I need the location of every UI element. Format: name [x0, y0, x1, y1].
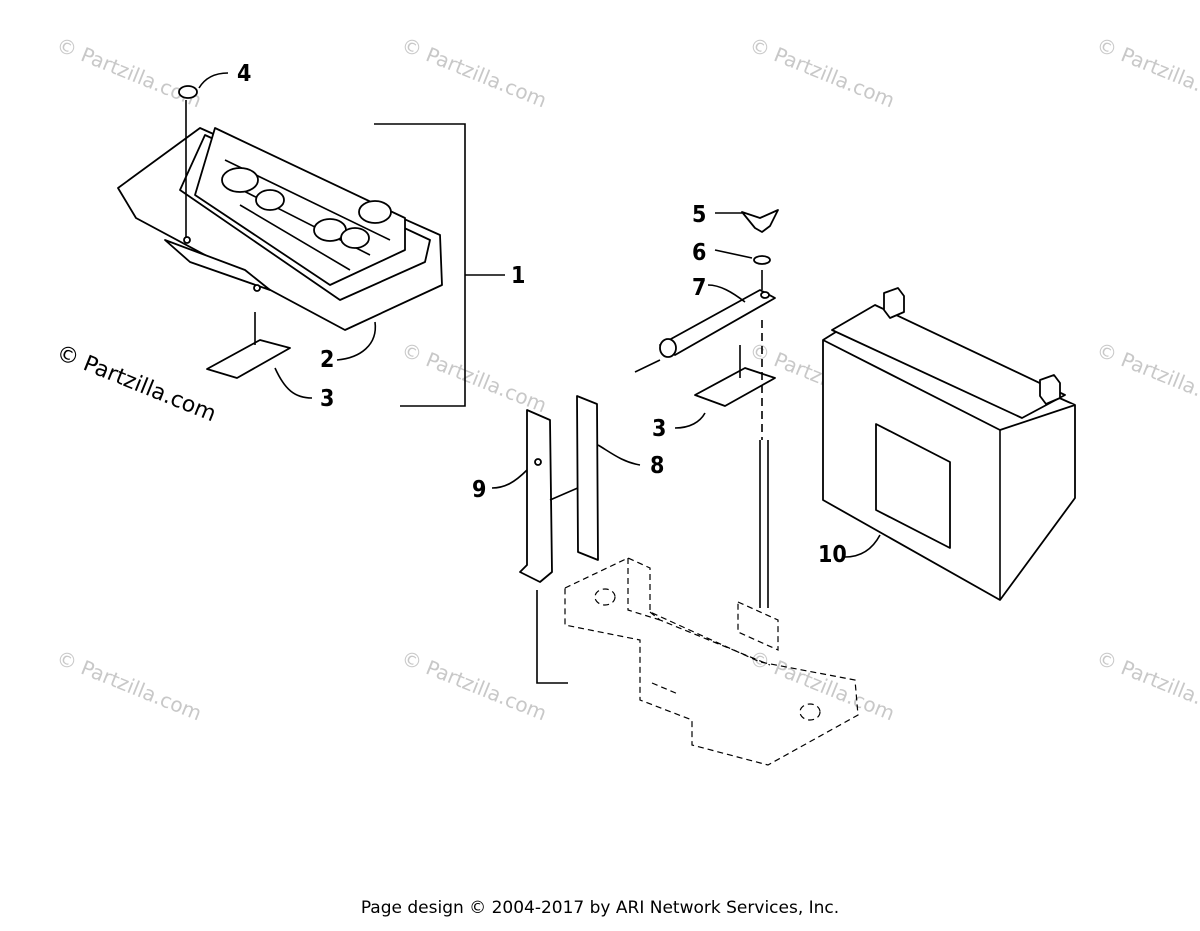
screw-drawing — [178, 72, 229, 238]
battery-box-ghost — [564, 557, 859, 766]
page-footer: Page design © 2004-2017 by ARI Network S… — [360, 898, 840, 918]
callout-label: 5 — [692, 202, 706, 228]
wing-nut-drawing — [715, 209, 779, 233]
strip-pad-drawing — [576, 395, 641, 561]
watermark: © Partzilla.com — [1093, 645, 1200, 725]
watermark: © Partzilla.com — [398, 645, 550, 725]
watermark: © Partzilla.com — [746, 32, 898, 112]
callout-label: 6 — [692, 240, 706, 266]
part-1-bracket — [374, 123, 505, 407]
watermark: © Partzilla.com — [1093, 32, 1200, 112]
callout-label: 7 — [692, 275, 706, 301]
callout-label: 9 — [472, 477, 486, 503]
callout-label: 4 — [237, 61, 251, 87]
callout-label: 3 — [320, 386, 334, 412]
watermark: © Partzilla.com — [53, 32, 205, 112]
watermark: © Partzilla.com — [1093, 337, 1200, 417]
callout-label: 1 — [511, 263, 525, 289]
callout-label: 8 — [650, 453, 664, 479]
battery-drawing — [822, 287, 1076, 601]
leader-2 — [336, 321, 377, 361]
pad-left-drawing — [206, 312, 313, 399]
watermark-strong: © Partzilla.com — [53, 340, 220, 427]
watermark: © Partzilla.com — [398, 32, 550, 112]
callout-label: 10 — [818, 542, 847, 568]
watermark: © Partzilla.com — [53, 645, 205, 725]
bracket-strip-drawing — [491, 409, 581, 684]
callout-label: 3 — [652, 416, 666, 442]
pad-right-drawing — [674, 345, 776, 429]
strap-drawing — [634, 270, 776, 373]
watermark: © Partzilla.com — [746, 645, 898, 725]
tool-tray-drawing — [117, 127, 443, 331]
rod-drawing — [759, 320, 769, 608]
washer-drawing — [714, 249, 771, 265]
callout-label: 2 — [320, 347, 334, 373]
